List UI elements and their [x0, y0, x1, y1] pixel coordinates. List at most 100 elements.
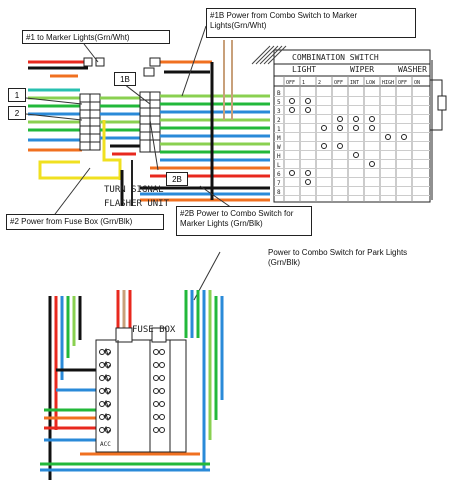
- fuse-terminal: [153, 362, 159, 368]
- fuse-terminal: [153, 414, 159, 420]
- fuse-element: [103, 347, 111, 357]
- fuse-terminal: [99, 375, 105, 381]
- combo-row-11: 8: [277, 189, 281, 196]
- fuse-element: [103, 399, 111, 409]
- combo-connection-dot: [353, 116, 359, 122]
- label-1: 1: [8, 88, 26, 102]
- bullet-connector: [83, 57, 93, 67]
- bullet-connector: [143, 67, 155, 77]
- table-hatch: [251, 45, 287, 65]
- flasher-unit-label: FLASHER UNIT: [104, 199, 170, 209]
- combo-wires: [140, 94, 270, 202]
- combo-col-1: 1: [302, 80, 305, 86]
- label-2b: 2B: [166, 172, 188, 186]
- left-connector-wires: [28, 60, 92, 152]
- combo-connection-dot: [337, 143, 343, 149]
- fuse-terminal: [99, 349, 105, 355]
- fuse-terminal: [159, 414, 165, 420]
- group-light: LIGHT: [292, 65, 316, 74]
- combo-switch-title: COMBINATION SWITCH: [292, 53, 379, 62]
- callout-1b-power-from-combo: #1B Power from Combo Switch to Marker Li…: [206, 8, 416, 38]
- fuse-terminal: [159, 349, 165, 355]
- fuse-row-group: [99, 347, 165, 435]
- fuse-box-label: FUSE BOX: [132, 325, 176, 335]
- callout-1-marker-lights: #1 to Marker Lights(Grn/Wht): [22, 30, 170, 44]
- combo-connection-dot: [289, 107, 295, 113]
- fuse-element: [103, 386, 111, 396]
- combo-connection-dot: [337, 125, 343, 131]
- fuse-terminal: [159, 427, 165, 433]
- callout-2-power-from-fuse: #2 Power from Fuse Box (Grn/Blk): [6, 214, 164, 230]
- fuse-terminal: [153, 375, 159, 381]
- fuse-terminal: [159, 375, 165, 381]
- combo-connection-dot: [401, 134, 407, 140]
- group-wiper: WIPER: [350, 65, 374, 74]
- fuse-terminal: [99, 414, 105, 420]
- combo-row-3: 2: [277, 117, 281, 124]
- group-washer: WASHER: [398, 65, 427, 74]
- fuse-terminal: [99, 388, 105, 394]
- combo-connection-dot: [305, 107, 311, 113]
- fuse-terminal: [159, 362, 165, 368]
- combo-col-5: LOW: [366, 80, 376, 86]
- combo-connection-dots: [289, 98, 407, 185]
- yellow-wire: [38, 170, 120, 180]
- combo-connection-dot: [353, 152, 359, 158]
- combo-connection-dot: [305, 179, 311, 185]
- combo-connection-dot: [305, 170, 311, 176]
- combo-row-6: W: [277, 144, 281, 151]
- acc-label: ACC: [100, 441, 111, 448]
- fuse-terminal: [153, 427, 159, 433]
- combo-side-wire: [430, 79, 443, 131]
- fuse-element: [103, 425, 111, 435]
- bullet-connector: [95, 57, 105, 67]
- fuse-terminal: [99, 362, 105, 368]
- combo-connection-dot: [369, 125, 375, 131]
- combo-col-2: 2: [318, 80, 321, 86]
- connector-plug-left: [79, 93, 101, 151]
- fuse-terminal: [159, 401, 165, 407]
- combo-connection-dot: [289, 170, 295, 176]
- fuse-element: [103, 360, 111, 370]
- combo-row-8: L: [277, 162, 281, 169]
- combo-connection-dot: [305, 98, 311, 104]
- callout-park-lights: Power to Combo Switch for Park Lights (G…: [268, 248, 408, 267]
- combo-row-2: 3: [277, 108, 281, 115]
- fuse-element: [103, 373, 111, 383]
- fuse-terminal: [153, 388, 159, 394]
- label-2: 2: [8, 106, 26, 120]
- bullet-connector: [149, 57, 161, 67]
- combo-row-1: 5: [277, 99, 281, 106]
- combo-connection-dot: [321, 143, 327, 149]
- combo-col-4: INT: [350, 80, 359, 86]
- fuse-terminal: [153, 349, 159, 355]
- combo-row-0: B: [277, 90, 281, 97]
- combination-switch-table: COMBINATION SWITCH LIGHT WIPER WASHER OF…: [273, 49, 431, 203]
- combo-connection-dot: [289, 98, 295, 104]
- fuse-terminal: [99, 427, 105, 433]
- combo-col-0: OFF: [286, 80, 295, 86]
- fuse-terminal: [159, 388, 165, 394]
- combo-col-8: ON: [414, 80, 420, 86]
- combo-col-3: OFF: [334, 80, 343, 86]
- combo-col-6: HIGH: [382, 80, 394, 86]
- label-1b: 1B: [114, 72, 136, 86]
- combo-row-9: 6: [277, 171, 281, 178]
- combo-row-5: M: [277, 135, 281, 142]
- fuse-box: FUSE BOX ACC: [95, 325, 187, 453]
- combo-grid-lines: [274, 76, 430, 202]
- combo-connection-dot: [321, 125, 327, 131]
- combo-connection-dot: [353, 125, 359, 131]
- combo-row-4: 1: [277, 126, 281, 133]
- combo-connection-dot: [385, 134, 391, 140]
- connector-plug-right: [139, 91, 161, 153]
- fuse-element: [103, 412, 111, 422]
- fuse-terminal: [153, 401, 159, 407]
- combo-connection-dot: [337, 116, 343, 122]
- combo-resistor: [437, 95, 447, 111]
- combo-row-7: H: [277, 153, 281, 160]
- mid-wires: [100, 96, 140, 156]
- combo-connection-dot: [369, 161, 375, 167]
